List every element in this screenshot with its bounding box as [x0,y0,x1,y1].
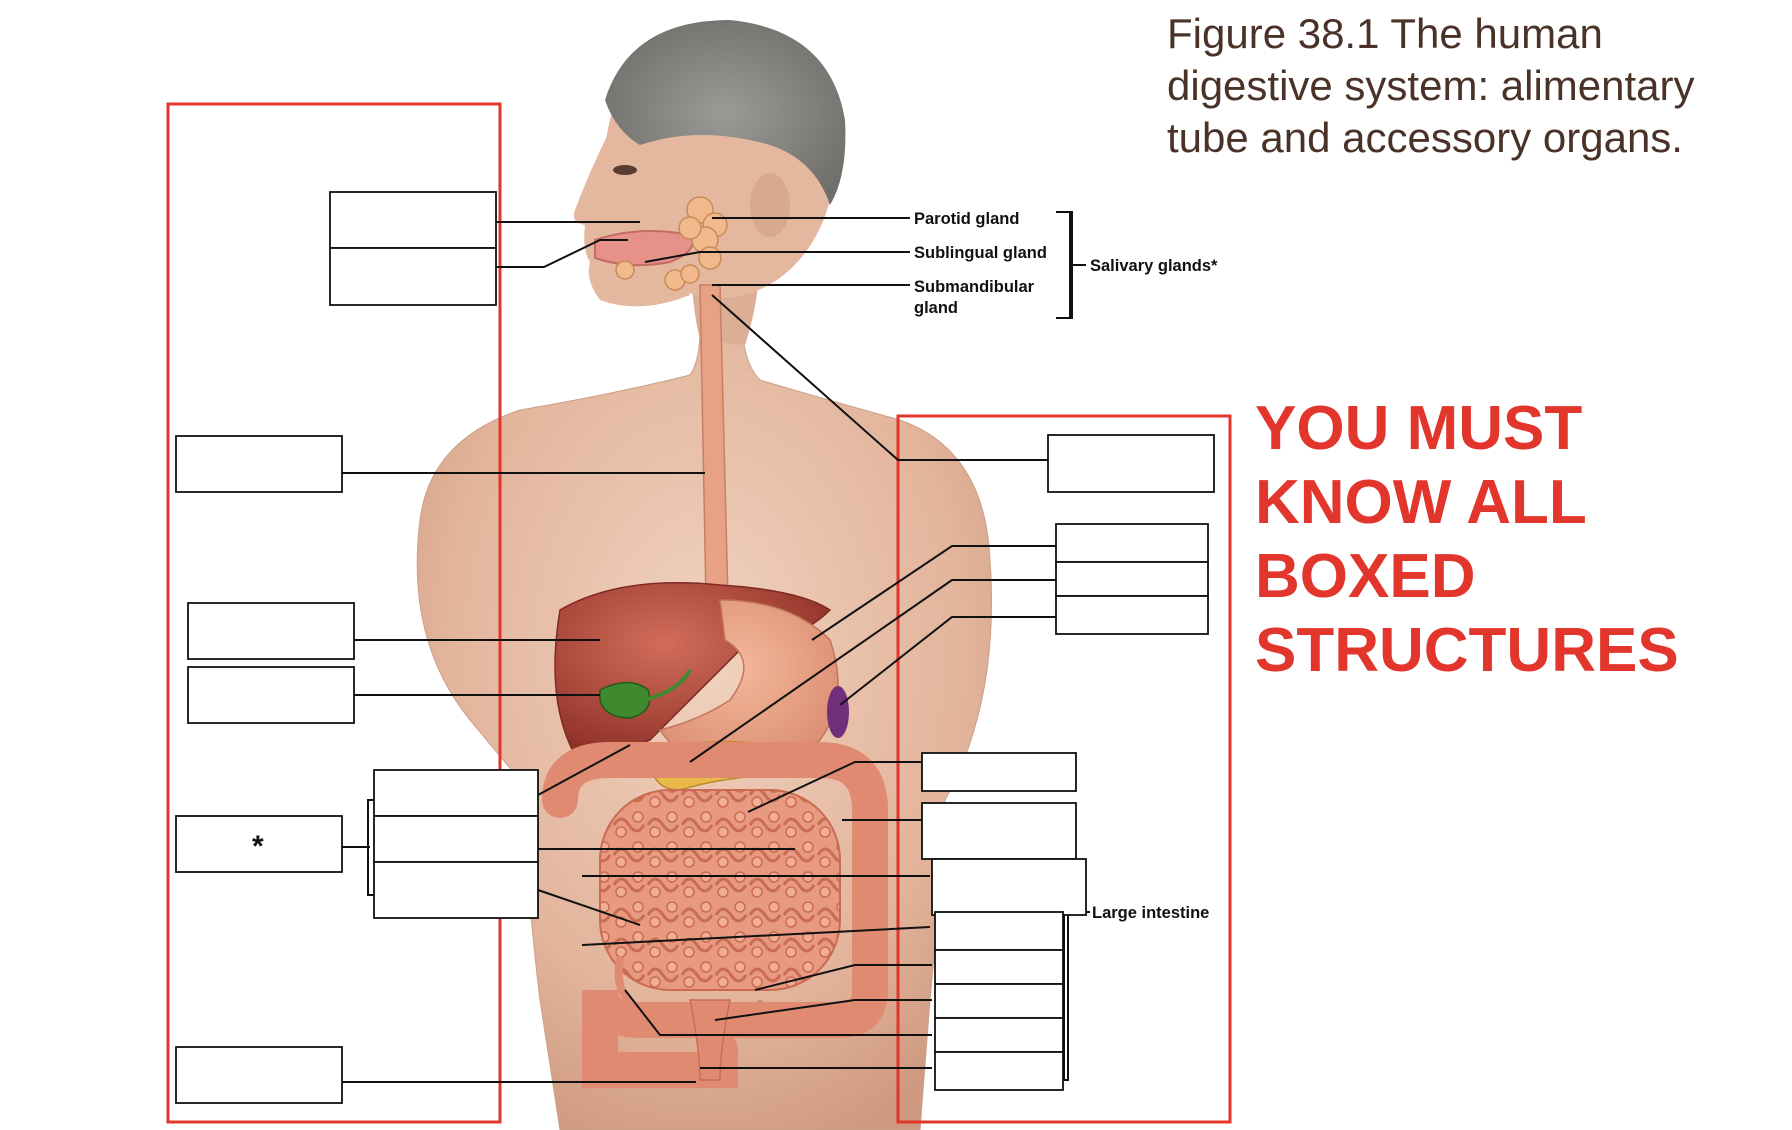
answer-box-sigmoid-colon[interactable] [934,949,1064,985]
right-frame [896,414,1232,1124]
caption-line-2: digestive system: alimentary [1167,62,1695,109]
answer-box-stomach[interactable] [1055,523,1209,563]
answer-box-mouth[interactable] [329,191,497,249]
answer-box-anus[interactable] [175,1046,343,1104]
answer-box-pancreas[interactable] [1055,561,1209,597]
answer-box-jejunum[interactable] [373,815,539,863]
answer-box-appendix[interactable] [934,1017,1064,1053]
bile-duct-shape [644,669,692,702]
organs-illustration [542,196,888,1088]
answer-box-ascending-colon[interactable] [931,858,1087,916]
answer-box-oral-cavity[interactable] [329,247,497,306]
label-salivary-glands: Salivary glands* [1090,257,1218,275]
answer-boxes [175,191,1215,1104]
boxed-structures-notice: YOU MUST KNOW ALL BOXED STRUCTURES [1255,392,1775,688]
appendix-shape [614,956,632,1004]
figure-caption: Figure 38.1 The human digestive system: … [1167,8,1767,164]
answer-box-liver[interactable] [187,602,355,660]
label-parotid-gland: Parotid gland [914,210,1019,228]
submandibular-gland-shape [615,260,700,291]
caption-line-1: Figure 38.1 The human [1167,10,1603,57]
notice-line-2: KNOW ALL [1255,468,1587,537]
asterisk-mark: * [252,830,264,863]
answer-box-transverse-colon[interactable] [921,752,1077,792]
ear-shape [750,173,790,237]
label-sublingual-gland: Sublingual gland [914,244,1047,262]
left-frame [166,102,502,1124]
gallbladder-shape [599,681,651,719]
small-intestine-shape [599,789,841,991]
leader-lines [342,211,1090,1083]
eye-shape [613,165,637,175]
large-intestine-shape [542,742,888,1088]
answer-box-ileum[interactable] [373,861,539,919]
answer-box-cecum[interactable] [934,911,1064,951]
label-large-intestine: Large intestine [1092,904,1209,922]
answer-box-esophagus[interactable] [175,435,343,493]
spleen-shape [827,686,849,738]
notice-line-1: YOU MUST [1255,394,1583,463]
answer-box-anal-canal[interactable] [934,1051,1064,1091]
answer-box-spleen[interactable] [1055,595,1209,635]
label-submandibular-gland-line2: gland [914,299,958,317]
answer-box-pharynx[interactable] [1047,434,1215,493]
notice-line-3: BOXED [1255,542,1476,611]
caption-line-3: tube and accessory organs. [1167,114,1683,161]
answer-box-descending-colon[interactable] [921,802,1077,860]
notice-line-4: STRUCTURES [1255,616,1679,685]
answer-box-rectum[interactable] [934,983,1064,1019]
hair-shape [605,20,846,205]
answer-box-small-intestine-group[interactable] [175,815,343,873]
answer-box-gallbladder[interactable] [187,666,355,724]
answer-box-duodenum[interactable] [373,769,539,817]
label-submandibular-gland-line1: Submandibular [914,278,1035,296]
